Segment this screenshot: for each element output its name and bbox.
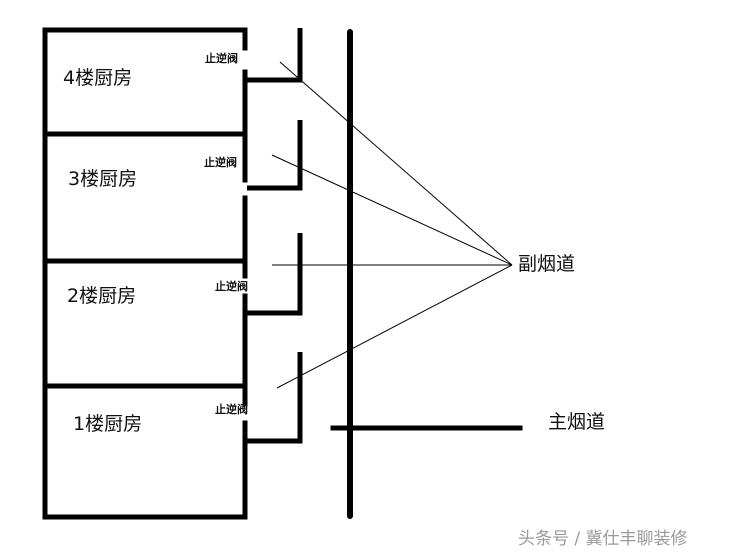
building-walls: [42, 27, 248, 520]
branch-pipe-2: [247, 233, 303, 316]
secondary-flue-label: 副烟道: [518, 253, 575, 275]
branch-pipes: [247, 28, 303, 444]
watermark-text: 头条号 / 冀仕丰聊装修: [518, 529, 688, 549]
kitchen-label-3: 3楼厨房: [68, 168, 137, 190]
secondary-flue-leaders: [271, 61, 513, 389]
kitchen-label-4: 4楼厨房: [63, 67, 132, 89]
main-flue-label: 主烟道: [548, 411, 605, 433]
branch-pipe-1: [247, 352, 303, 444]
leader-line-4: [279, 61, 513, 266]
leader-line-1: [276, 264, 513, 389]
kitchen-label-1: 1楼厨房: [73, 413, 142, 435]
check-valve-label-2: 止逆阀: [215, 279, 248, 293]
check-valve-label-4: 止逆阀: [205, 51, 238, 65]
check-valve-label-3: 止逆阀: [204, 155, 237, 169]
check-valve-label-1: 止逆阀: [215, 402, 248, 416]
leader-line-3: [271, 154, 513, 266]
branch-pipe-3: [247, 120, 303, 191]
kitchen-label-2: 2楼厨房: [67, 285, 136, 307]
